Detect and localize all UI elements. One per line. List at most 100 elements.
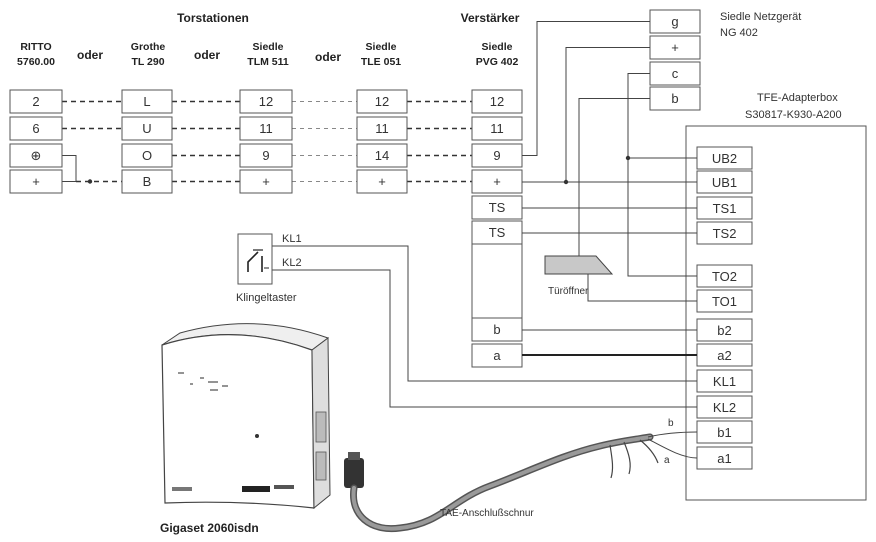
- terminal-box: [9, 89, 63, 114]
- wiring: [272, 21, 697, 408]
- wire-opener-to1: [587, 274, 697, 302]
- ritto-bridge-wire: [62, 155, 77, 182]
- terminal-label: UB2: [712, 151, 737, 166]
- terminal-label: a1: [717, 451, 731, 466]
- terminal-label: +: [378, 174, 386, 189]
- bell-button: KL1 KL2 Klingeltaster: [236, 233, 302, 304]
- bell-button-box: [237, 233, 273, 285]
- terminal-label: b: [493, 322, 500, 337]
- terminal-box: [239, 116, 293, 141]
- terminal-label: +: [262, 174, 270, 189]
- wire-a1: [647, 438, 698, 459]
- terminal-label: +: [32, 174, 40, 189]
- tlm511-maker: Siedle: [253, 41, 284, 53]
- grothe-model: TL 290: [131, 56, 164, 68]
- terminal-label: O: [142, 148, 152, 163]
- wire-kl2: [272, 269, 697, 408]
- wire-ng-b-opener: [578, 98, 650, 256]
- pvg402-maker: Siedle: [482, 41, 513, 53]
- bell-wire2-label: KL2: [282, 257, 302, 269]
- tle051-model: TLE 051: [361, 56, 401, 68]
- pvg402-model: PVG 402: [476, 56, 519, 68]
- device-logo-mark: [242, 486, 270, 492]
- tae-plug-tip: [348, 452, 360, 460]
- terminal-box: [121, 89, 173, 114]
- terminal-label: b: [671, 91, 678, 106]
- device-indicator: [255, 434, 259, 438]
- ritto-maker: RITTO: [20, 41, 51, 53]
- device-port: [315, 411, 327, 443]
- cable-body: [351, 435, 652, 531]
- terminal-label: ⊕: [31, 148, 42, 163]
- terminal-box: [356, 116, 408, 141]
- wire-pvg9-ng-g: [522, 21, 650, 156]
- tfe-adapter-box: UB2 UB1 TS1 TS2 TO2 TO1 b2 a2 KL1 KL2 b1…: [685, 125, 867, 501]
- device-label: Gigaset 2060isdn: [160, 521, 259, 535]
- bell-button-label: Klingeltaster: [236, 292, 297, 304]
- device-front-face: [161, 334, 315, 509]
- terminal-label: KL1: [713, 374, 736, 389]
- terminal-label: UB1: [712, 175, 737, 190]
- gigaset-device: Gigaset 2060isdn: [160, 323, 331, 535]
- door-opener: Türöffner: [544, 255, 614, 297]
- pvg402-terminal-block: 12 11 9 + TS TS b a: [471, 89, 523, 368]
- terminal-label: 2: [32, 94, 39, 109]
- device-status-leds: [178, 372, 228, 391]
- terminal-label: B: [143, 174, 152, 189]
- device-port: [315, 451, 327, 481]
- terminal-label: +: [493, 174, 501, 189]
- door-opener-label: Türöffner: [548, 286, 589, 297]
- terminal-label: L: [143, 94, 150, 109]
- terminal-label: 11: [375, 121, 389, 136]
- terminal-label: 6: [32, 121, 39, 136]
- wire-a-label: a: [664, 455, 670, 466]
- terminal-label: TS: [489, 200, 506, 215]
- terminal-box: [9, 169, 63, 194]
- terminal-label: g: [671, 14, 678, 29]
- terminal-label: 9: [262, 148, 269, 163]
- terminal-box: [9, 143, 63, 168]
- tlm511-terminal-block: 12 11 9 +: [239, 89, 293, 194]
- ritto-terminal-block: 2 6 ⊕ +: [9, 89, 63, 194]
- junction-dot: [625, 155, 631, 161]
- junction-dot: [87, 179, 93, 184]
- ng402-terminal-block: g + c b: [649, 9, 701, 111]
- terminal-label: c: [672, 66, 679, 81]
- power-supply-model: NG 402: [720, 27, 758, 39]
- wire-b-label: b: [668, 418, 674, 429]
- terminal-label: 12: [375, 94, 389, 109]
- terminal-label: TS1: [713, 201, 737, 216]
- station-dashed-links: [62, 100, 472, 184]
- ritto-model: 5760.00: [17, 56, 55, 68]
- terminal-label: TO2: [712, 269, 737, 284]
- terminal-box: [121, 143, 173, 168]
- terminal-label: TO1: [712, 294, 737, 309]
- grothe-maker: Grothe: [131, 41, 166, 53]
- adapter-box-model: S30817-K930-A200: [745, 109, 842, 121]
- terminal-box: [239, 143, 293, 168]
- terminal-label: a: [493, 348, 501, 363]
- terminal-box: [471, 116, 523, 141]
- door-opener-icon: [544, 255, 614, 275]
- oder-label-2: oder: [194, 48, 220, 62]
- terminal-label: b1: [717, 425, 731, 440]
- push-switch-icon: [247, 249, 269, 272]
- terminal-label: TS: [489, 225, 506, 240]
- wire-kl1: [272, 245, 697, 382]
- terminal-label: 11: [259, 121, 273, 136]
- loose-wire: [639, 439, 659, 464]
- terminal-label: 9: [493, 148, 500, 163]
- terminal-box: [239, 89, 293, 114]
- terminal-box: [121, 169, 173, 194]
- terminal-label: TS2: [713, 226, 737, 241]
- terminal-label: U: [142, 121, 151, 136]
- loose-wire: [609, 444, 614, 479]
- terminal-box: [471, 89, 523, 114]
- terminal-label: 12: [259, 94, 273, 109]
- grothe-terminal-block: L U O B: [121, 89, 173, 194]
- amplifier-heading: Verstärker: [461, 11, 520, 25]
- cable-label: TAE-Anschlußschnur: [440, 508, 534, 519]
- bell-wire1-label: KL1: [282, 233, 302, 245]
- tlm511-model: TLM 511: [247, 56, 289, 68]
